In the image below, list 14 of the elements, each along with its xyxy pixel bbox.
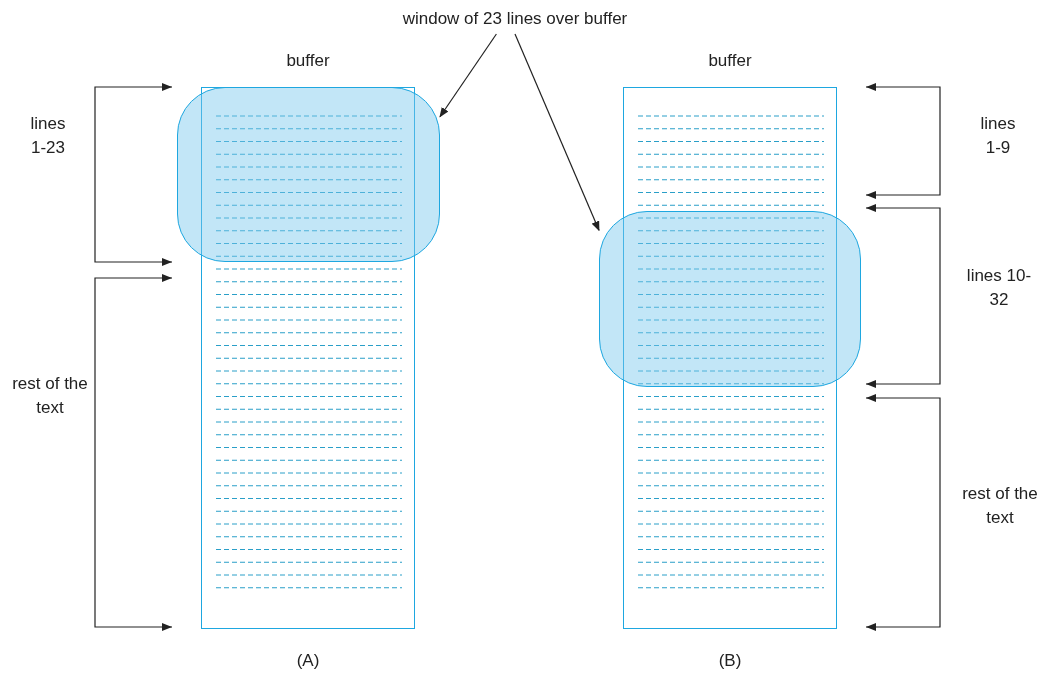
window-overlay <box>599 211 861 387</box>
buffer-heading: buffer <box>707 50 753 72</box>
window-overlay <box>177 87 440 262</box>
callout-text: window of 23 lines over buffer <box>360 8 670 30</box>
leader-arrow <box>439 33 497 118</box>
bracket-label: lines 1-23 <box>29 113 67 159</box>
buffer-heading: buffer <box>285 50 331 72</box>
bracket-label: rest of the text <box>961 483 1039 529</box>
bracket-label: lines 10-32 <box>966 265 1032 311</box>
bracket-label: lines 1-9 <box>979 113 1017 159</box>
leader-arrow <box>514 33 600 232</box>
panel-caption: (A) <box>295 650 321 672</box>
panel-caption: (B) <box>717 650 743 672</box>
bracket-label: rest of the text <box>12 373 88 419</box>
